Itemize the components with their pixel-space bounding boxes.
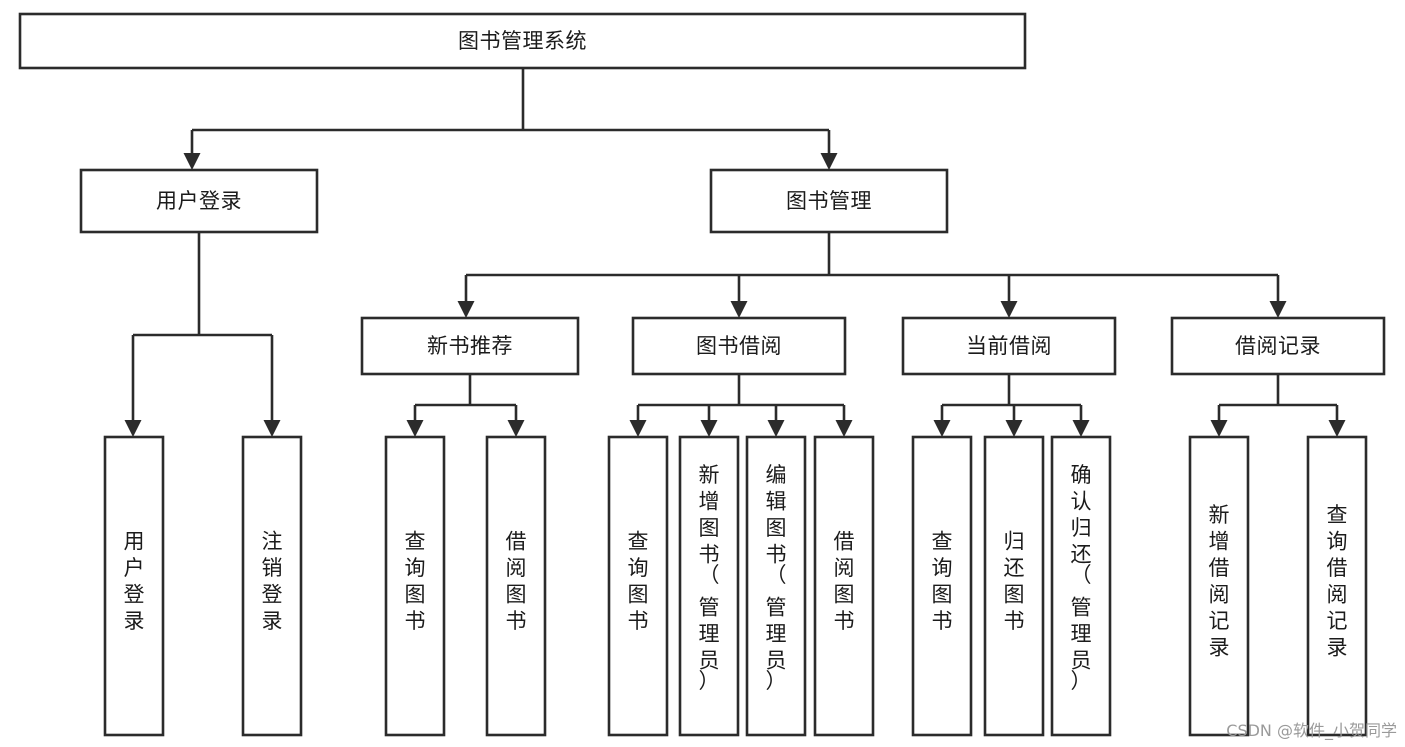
node-label-new-book-recommend: 新书推荐 [427, 334, 513, 358]
node-leaf-borrow-book-1[interactable]: 借阅图书 [485, 435, 547, 737]
arrow-head-icon [1328, 420, 1346, 437]
node-box-leaf-add-record[interactable] [1188, 435, 1250, 737]
node-box-book-borrow[interactable] [631, 316, 847, 376]
node-box-current-borrow[interactable] [901, 316, 1117, 376]
node-root[interactable]: 图书管理系统 [18, 12, 1027, 70]
node-label-leaf-confirm-return: 确认归还（管理员） [1071, 463, 1092, 693]
node-leaf-query-book-1[interactable]: 查询图书 [384, 435, 446, 737]
arrow-head-icon [933, 420, 951, 437]
arrow-head-icon [629, 420, 647, 437]
arrow-head-icon [263, 420, 281, 437]
node-label-leaf-query-book-3: 查询图书 [932, 529, 953, 633]
node-label-leaf-add-book: 新增图书（管理员） [699, 463, 720, 693]
node-leaf-add-record[interactable]: 新增借阅记录 [1188, 435, 1250, 737]
arrow-head-icon [406, 420, 424, 437]
node-label-leaf-edit-book: 编辑图书（管理员） [766, 463, 787, 693]
node-box-leaf-return-book[interactable] [983, 435, 1045, 737]
node-box-leaf-query-book-3[interactable] [911, 435, 973, 737]
arrow-head-icon [820, 153, 838, 170]
arrow-head-icon [1269, 301, 1287, 318]
node-leaf-return-book[interactable]: 归还图书 [983, 435, 1045, 737]
arrow-head-icon [1210, 420, 1228, 437]
node-box-leaf-borrow-book-1[interactable] [485, 435, 547, 737]
node-box-leaf-query-book-1[interactable] [384, 435, 446, 737]
node-leaf-borrow-book-2[interactable]: 借阅图书 [813, 435, 875, 737]
node-box-root[interactable] [18, 12, 1027, 70]
node-leaf-query-record[interactable]: 查询借阅记录 [1306, 435, 1368, 737]
connector-borrow-record-to-leaves [1210, 374, 1346, 437]
node-leaf-edit-book[interactable]: 编辑图书（管理员） [745, 435, 807, 737]
node-box-leaf-borrow-book-2[interactable] [813, 435, 875, 737]
arrow-head-icon [700, 420, 718, 437]
connector-current-borrow-to-leaves [933, 374, 1090, 437]
node-label-leaf-query-book-1: 查询图书 [405, 529, 426, 633]
node-label-leaf-logout: 注销登录 [262, 529, 283, 633]
node-box-leaf-query-book-2[interactable] [607, 435, 669, 737]
node-box-leaf-confirm-return[interactable] [1050, 435, 1112, 737]
node-box-leaf-query-record[interactable] [1306, 435, 1368, 737]
node-label-leaf-user-login: 用户登录 [124, 529, 145, 633]
node-leaf-query-book-2[interactable]: 查询图书 [607, 435, 669, 737]
arrow-head-icon [507, 420, 525, 437]
arrow-head-icon [730, 301, 748, 318]
node-box-new-book-recommend[interactable] [360, 316, 580, 376]
node-leaf-confirm-return[interactable]: 确认归还（管理员） [1050, 435, 1112, 737]
node-label-leaf-return-book: 归还图书 [1004, 529, 1025, 633]
node-box-borrow-record[interactable] [1170, 316, 1386, 376]
node-label-book-borrow: 图书借阅 [696, 334, 782, 358]
node-book-borrow[interactable]: 图书借阅 [631, 316, 847, 376]
node-box-book-manage[interactable] [709, 168, 949, 234]
node-current-borrow[interactable]: 当前借阅 [901, 316, 1117, 376]
node-book-manage[interactable]: 图书管理 [709, 168, 949, 234]
node-new-book-recommend[interactable]: 新书推荐 [360, 316, 580, 376]
node-leaf-add-book[interactable]: 新增图书（管理员） [678, 435, 740, 737]
node-box-leaf-user-login[interactable] [103, 435, 165, 737]
node-label-leaf-query-book-2: 查询图书 [628, 529, 649, 633]
node-leaf-user-login[interactable]: 用户登录 [103, 435, 165, 737]
arrow-head-icon [457, 301, 475, 318]
arrow-head-icon [183, 153, 201, 170]
arrow-head-icon [1005, 420, 1023, 437]
node-leaf-query-book-3[interactable]: 查询图书 [911, 435, 973, 737]
arrow-head-icon [1072, 420, 1090, 437]
node-label-leaf-add-record: 新增借阅记录 [1209, 503, 1230, 660]
connector-book-borrow-to-leaves [629, 374, 853, 437]
node-label-current-borrow: 当前借阅 [966, 334, 1052, 358]
node-box-user-login[interactable] [79, 168, 319, 234]
node-box-leaf-add-book[interactable] [678, 435, 740, 737]
node-box-leaf-logout[interactable] [241, 435, 303, 737]
node-leaf-logout[interactable]: 注销登录 [241, 435, 303, 737]
node-box-leaf-edit-book[interactable] [745, 435, 807, 737]
arrow-head-icon [1000, 301, 1018, 318]
csdn-watermark: CSDN @软件_小贺同学 [1226, 721, 1397, 740]
node-borrow-record[interactable]: 借阅记录 [1170, 316, 1386, 376]
connector-new-book-recommend-to-leaves [406, 374, 525, 437]
node-label-borrow-record: 借阅记录 [1235, 334, 1321, 358]
node-label-leaf-borrow-book-2: 借阅图书 [834, 529, 855, 633]
connectors-layer [124, 68, 1346, 437]
node-label-user-login: 用户登录 [156, 189, 242, 213]
arrow-head-icon [767, 420, 785, 437]
arrow-head-icon [835, 420, 853, 437]
node-label-root: 图书管理系统 [458, 29, 587, 53]
node-label-leaf-query-record: 查询借阅记录 [1327, 503, 1348, 660]
connector-root-to-level2 [183, 68, 838, 170]
arrow-head-icon [124, 420, 142, 437]
node-label-book-manage: 图书管理 [786, 189, 872, 213]
node-user-login[interactable]: 用户登录 [79, 168, 319, 234]
connector-user-login-to-leaves [124, 232, 281, 437]
connector-book-manage-to-level3 [457, 232, 1287, 318]
boxes-layer: 图书管理系统用户登录图书管理新书推荐图书借阅当前借阅借阅记录用户登录注销登录查询… [18, 12, 1386, 737]
node-label-leaf-borrow-book-1: 借阅图书 [506, 529, 527, 633]
